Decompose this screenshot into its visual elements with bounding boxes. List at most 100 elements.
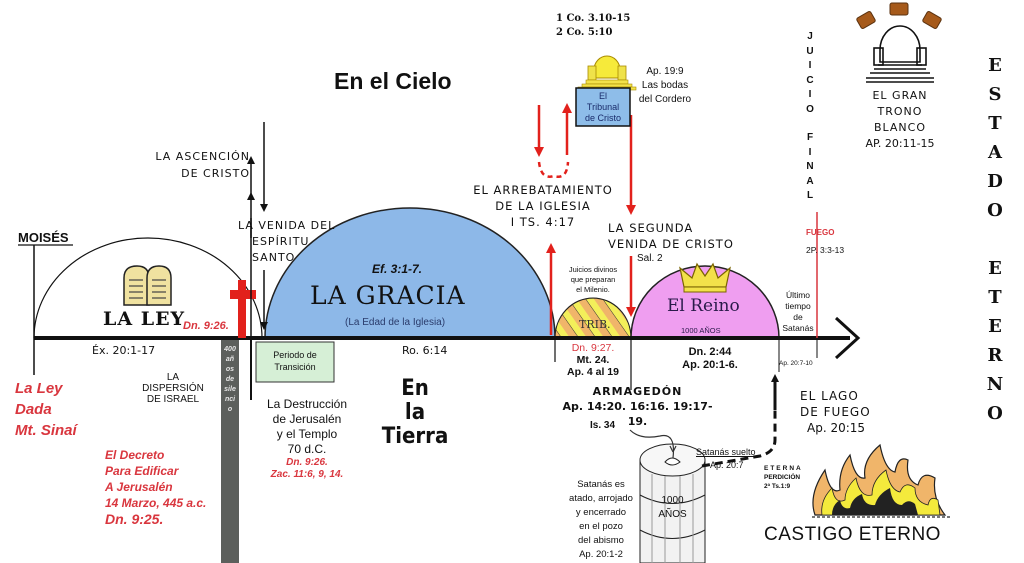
wedding-label: Ap. 19:9 Las bodas del Cordero [630, 65, 700, 107]
trib-ref-line: Ap. 4 al 19 [567, 366, 619, 378]
gracia-title: LA GRACIA [310, 281, 466, 310]
tribunal-label: El Tribunal de Cristo [576, 91, 630, 124]
perdition-line: ETERNA [764, 465, 803, 472]
second-coming-label: LA SEGUNDA VENIDA DE CRISTO [608, 220, 734, 252]
decreto-line: El Decreto [105, 448, 165, 462]
eternal-state-letter: T [988, 287, 1002, 308]
ley-given: La Ley Dada Mt. Sinaí [15, 378, 77, 441]
final-judgment-letter: L [806, 190, 814, 201]
decreto-line: Dn. 9:25. [105, 511, 164, 527]
final-judgment-letter: U [806, 45, 814, 57]
silence-bar [221, 338, 239, 563]
tribunal-label-line: El [598, 91, 607, 101]
pit-years: 1000 AÑOS [650, 494, 695, 522]
trib-dome [554, 297, 632, 339]
pit-desc-line: en el pozo [579, 521, 623, 532]
last-time-line: de [793, 312, 803, 322]
ascension-line: LA ASCENCIÓN [155, 150, 250, 163]
reino-ref-line: Dn. 2:44 [688, 346, 732, 358]
final-judgment-letter: I [808, 146, 812, 158]
ley-ref: Dn. 9:26. [183, 320, 229, 332]
lake-line: EL LAGO [800, 389, 859, 403]
dispersion-line: DE ISRAEL [146, 394, 200, 405]
great-white-throne-label: EL GRAN TRONO BLANCO AP. 20:11-15 [850, 88, 950, 152]
trib-label: TRIB. [579, 318, 611, 331]
destruction-line: y el Templo [276, 427, 338, 441]
ley-verse: Éx. 20:1-17 [92, 344, 156, 357]
pit-desc-line: Satanás es [577, 479, 625, 490]
great-throne-line: AP. 20:11-15 [865, 137, 935, 150]
eternal-punishment-label: CASTIGO ETERNO [764, 524, 941, 545]
great-throne-line: BLANCO [873, 121, 927, 134]
eternal-state-letter: T [988, 113, 1002, 134]
pit-desc-line: Ap. 20:1-2 [579, 549, 623, 560]
judgments-line: que preparan [570, 275, 616, 284]
tribunal-ref-line: 1 Co. 3.10-15 [556, 13, 631, 24]
judgments-line: el Milenio. [576, 285, 610, 294]
destruction-line: La Destrucción [266, 397, 348, 411]
trib-ref-red: Dn. 9:27. [571, 342, 615, 354]
moises-label: MOISÉS [18, 230, 69, 245]
pit-years-line: AÑOS [658, 509, 687, 520]
pit-desc-line: del abismo [578, 535, 624, 546]
ley-given-line: Mt. Sinaí [15, 422, 77, 439]
tribunal-label-line: Tribunal [586, 102, 620, 112]
final-judgment-letter: J [807, 31, 813, 42]
decreto-line: A Jerusalén [105, 480, 173, 494]
transition-line: Transición [274, 362, 316, 372]
transition-label: Periodo de Transición [256, 349, 334, 373]
decreto-line: 14 Marzo, 445 a.c. [105, 496, 207, 510]
gracia-dome [264, 207, 556, 339]
tribunal-ref-line: 2 Co. 5:10 [556, 27, 613, 38]
destruction-line: 70 d.C. [287, 442, 327, 456]
destruction-ref: Zac. 11:6, 9, 14. [270, 469, 344, 480]
second-coming-line: LA SEGUNDA [608, 221, 694, 235]
lake-of-fire-label: EL LAGO DE FUEGO Ap. 20:15 [800, 388, 871, 436]
decreto-label: El Decreto Para Edificar A Jerusalén 14 … [105, 447, 206, 527]
eternal-state-letter: E [988, 258, 1002, 279]
ascension-line: DE CRISTO [181, 167, 250, 180]
gracia-ref: Ef. 3:1-7. [372, 262, 423, 276]
trib-refs: Dn. 9:27. Mt. 24. Ap. 4 al 19 [553, 342, 633, 378]
reino-years: 1000 AÑOS [681, 326, 721, 335]
ascension-label: LA ASCENCIÓN DE CRISTO [146, 148, 250, 182]
holy-spirit-line: SANTO [252, 251, 296, 264]
final-judgment-letter: I [808, 89, 812, 100]
perdition-line: 2ª Ts.1:9 [764, 483, 791, 490]
decreto-line: Para Edificar [105, 464, 179, 478]
satan-loosed-path [701, 400, 777, 468]
holy-spirit-label: LA VENIDA DEL ESPÍRITU SANTO [238, 218, 335, 266]
eternal-state-letter: E [988, 55, 1002, 76]
tribunal-box [575, 87, 631, 127]
rapture-label: EL ARREBATAMIENTO DE LA IGLESIA I TS. 4:… [458, 182, 628, 230]
eternal-state-vertical: E S T A D O E T E R N O [983, 51, 1007, 428]
ley-title: LA LEY [103, 308, 186, 330]
crown-icon [679, 262, 731, 293]
wedding-line: Ap. 19:9 [646, 66, 684, 77]
perdition-line: PERDICIÓN [764, 474, 801, 481]
second-coming-ref: Sal. 2 [637, 253, 663, 264]
eternal-state-letter: N [986, 374, 1004, 395]
fire-label: FUEGO [806, 228, 835, 237]
ley-given-line: Dada [15, 401, 52, 418]
satan-loosed-line: Ap. 20:7 [710, 460, 744, 470]
last-time-line: Satanás [782, 323, 814, 333]
wedding-line: del Cordero [638, 94, 692, 105]
rapture-line: EL ARREBATAMIENTO [473, 183, 613, 197]
great-throne-line: TRONO [877, 105, 923, 118]
dispersion-line: LA [166, 372, 180, 383]
timeline-arrowhead [834, 316, 861, 360]
pit-desc-line: atado, arrojado [569, 493, 633, 504]
pit-years-line: 1000 [661, 495, 684, 506]
holy-spirit-line: LA VENIDA DEL [238, 219, 336, 232]
rapture-line: I TS. 4:17 [510, 215, 576, 229]
eternal-state-letter: A [988, 142, 1002, 163]
final-judgment-letter: A [806, 175, 814, 187]
last-time-line: Último [785, 290, 811, 300]
reino-dome [630, 265, 780, 339]
holy-spirit-line: ESPÍRITU [252, 235, 310, 248]
reino-refs: Dn. 2:44 Ap. 20:1-6. [675, 346, 745, 372]
satan-loosed-label: Satanás suelto Ap. 20:7 [696, 446, 756, 472]
tribunal-label-line: de Cristo [584, 113, 621, 123]
earth-label: En la Tierra [380, 377, 450, 449]
